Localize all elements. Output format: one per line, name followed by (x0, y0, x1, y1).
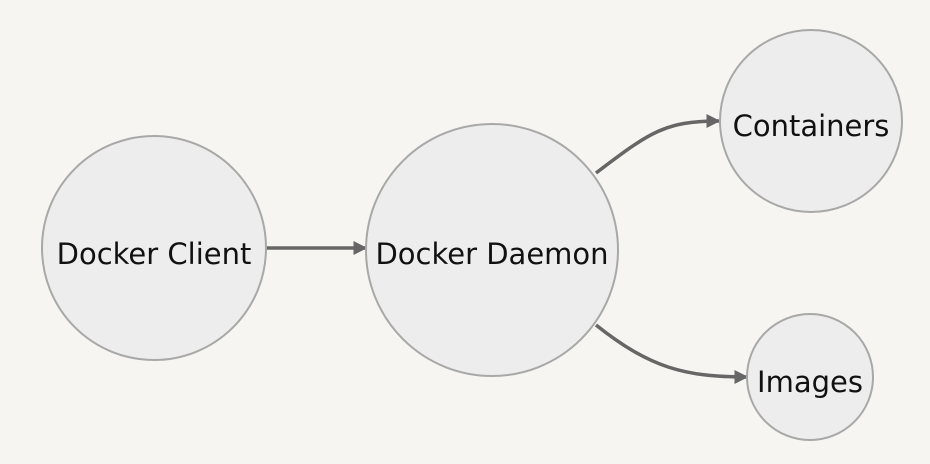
node-images-label: Images (757, 365, 863, 399)
node-containers: Containers (719, 29, 903, 213)
node-images-circle (746, 313, 874, 441)
node-containers-circle (719, 29, 903, 213)
node-docker-daemon-label: Docker Daemon (375, 237, 608, 271)
node-docker-client-label: Docker Client (57, 237, 252, 271)
node-docker-daemon-circle (365, 123, 619, 377)
edge-daemon-to-containers (594, 114, 721, 175)
edge-daemon-to-images (594, 323, 749, 384)
node-docker-client-circle (41, 135, 267, 361)
edges (266, 114, 749, 384)
node-docker-client: Docker Client (41, 135, 267, 361)
node-docker-daemon: Docker Daemon (365, 123, 619, 377)
node-images: Images (746, 313, 874, 441)
node-containers-label: Containers (733, 109, 890, 143)
